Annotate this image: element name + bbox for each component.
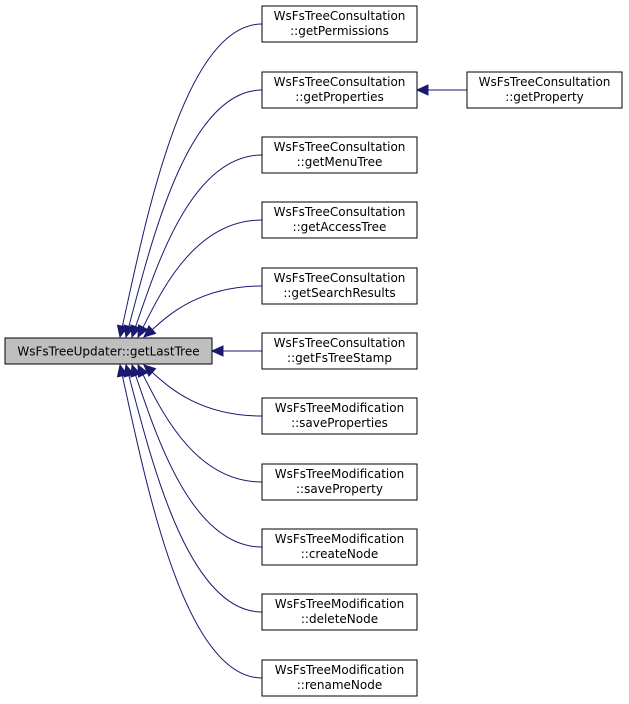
edge-getproperty [415, 84, 467, 96]
node-method-label: ::getMenuTree [297, 155, 383, 169]
node-getaccesstree[interactable]: WsFsTreeConsultation::getAccessTree [261, 201, 418, 239]
node-getsearchresults-box [261, 267, 418, 305]
node-getproperties[interactable]: WsFsTreeConsultation::getProperties [261, 71, 418, 109]
edge-getaccesstree-arrowhead [137, 324, 149, 339]
edge-getfstreestamp [210, 345, 262, 357]
edge-deletenode-line [128, 375, 263, 613]
node-class-label: WsFsTreeModification [275, 663, 404, 677]
node-getproperty[interactable]: WsFsTreeConsultation::getProperty [466, 71, 623, 109]
node-getpermissions-box [261, 5, 418, 43]
root-node-getlasttree[interactable]: WsFsTreeUpdater::getLastTree [4, 337, 213, 365]
node-getaccesstree-box [261, 201, 418, 239]
node-renamenode-box [261, 659, 418, 697]
edge-arrowhead [415, 84, 429, 96]
node-method-label: ::getProperties [295, 90, 383, 104]
edge-saveproperties-arrowhead [143, 364, 157, 377]
node-saveproperties[interactable]: WsFsTreeModification::saveProperties [261, 397, 418, 435]
node-class-label: WsFsTreeModification [275, 597, 404, 611]
edge-renamenode [116, 363, 263, 679]
node-class-label: WsFsTreeConsultation [274, 140, 406, 154]
node-getpermissions[interactable]: WsFsTreeConsultation::getPermissions [261, 5, 418, 43]
node-getmenutree-box [261, 136, 418, 174]
node-deletenode[interactable]: WsFsTreeModification::deleteNode [261, 593, 418, 631]
node-class-label: WsFsTreeConsultation [274, 205, 406, 219]
node-method-label: ::createNode [301, 547, 379, 561]
edge-getsearchresults-arrowhead [143, 325, 157, 338]
node-saveproperties-box [261, 397, 418, 435]
node-method-label: ::getAccessTree [293, 220, 387, 234]
node-getfstreestamp[interactable]: WsFsTreeConsultation::getFsTreeStamp [261, 332, 418, 370]
node-renamenode[interactable]: WsFsTreeModification::renameNode [261, 659, 418, 697]
node-createnode[interactable]: WsFsTreeModification::createNode [261, 528, 418, 566]
edge-saveproperties-line [151, 371, 263, 417]
node-method-label: ::getPermissions [290, 24, 389, 38]
node-getmenutree[interactable]: WsFsTreeConsultation::getMenuTree [261, 136, 418, 174]
edge-arrowhead [210, 345, 224, 357]
node-label: WsFsTreeUpdater::getLastTree [17, 345, 199, 359]
node-class-label: WsFsTreeModification [275, 401, 404, 415]
node-method-label: ::saveProperties [291, 416, 388, 430]
call-edges [116, 23, 467, 679]
edge-saveproperty-line [142, 374, 263, 483]
edge-getsearchresults-line [151, 285, 263, 331]
edge-renamenode-line [121, 375, 263, 679]
node-saveproperty-box [261, 463, 418, 501]
edge-saveproperties [143, 364, 263, 417]
edge-getpermissions-line [121, 23, 263, 327]
edge-getaccesstree-line [142, 219, 263, 328]
node-getfstreestamp-box [261, 332, 418, 370]
node-method-label: ::getProperty [505, 90, 584, 104]
node-class-label: WsFsTreeConsultation [274, 336, 406, 350]
node-getproperty-box [466, 71, 623, 109]
node-method-label: ::saveProperty [296, 482, 383, 496]
node-saveproperty[interactable]: WsFsTreeModification::saveProperty [261, 463, 418, 501]
edge-getaccesstree [137, 219, 263, 339]
node-method-label: ::getSearchResults [283, 286, 395, 300]
root-node-getlasttree-box [4, 337, 213, 365]
node-deletenode-box [261, 593, 418, 631]
node-class-label: WsFsTreeConsultation [274, 271, 406, 285]
node-class-label: WsFsTreeConsultation [274, 75, 406, 89]
node-method-label: ::deleteNode [301, 612, 378, 626]
node-method-label: ::renameNode [297, 678, 383, 692]
node-method-label: ::getFsTreeStamp [287, 351, 392, 365]
edge-saveproperty [137, 363, 263, 483]
node-getsearchresults[interactable]: WsFsTreeConsultation::getSearchResults [261, 267, 418, 305]
edge-getproperties-line [128, 89, 263, 327]
node-class-label: WsFsTreeModification [275, 532, 404, 546]
edge-getmenutree-line [135, 154, 263, 327]
node-getproperties-box [261, 71, 418, 109]
edge-createnode-line [135, 375, 263, 548]
graph-nodes: WsFsTreeUpdater::getLastTree WsFsTreeCons… [4, 5, 623, 697]
edge-getsearchresults [143, 285, 263, 338]
node-createnode-box [261, 528, 418, 566]
edge-getpermissions [116, 23, 263, 339]
node-class-label: WsFsTreeConsultation [274, 9, 406, 23]
node-class-label: WsFsTreeModification [275, 467, 404, 481]
node-class-label: WsFsTreeConsultation [479, 75, 611, 89]
edge-renamenode-arrowhead [116, 363, 129, 378]
